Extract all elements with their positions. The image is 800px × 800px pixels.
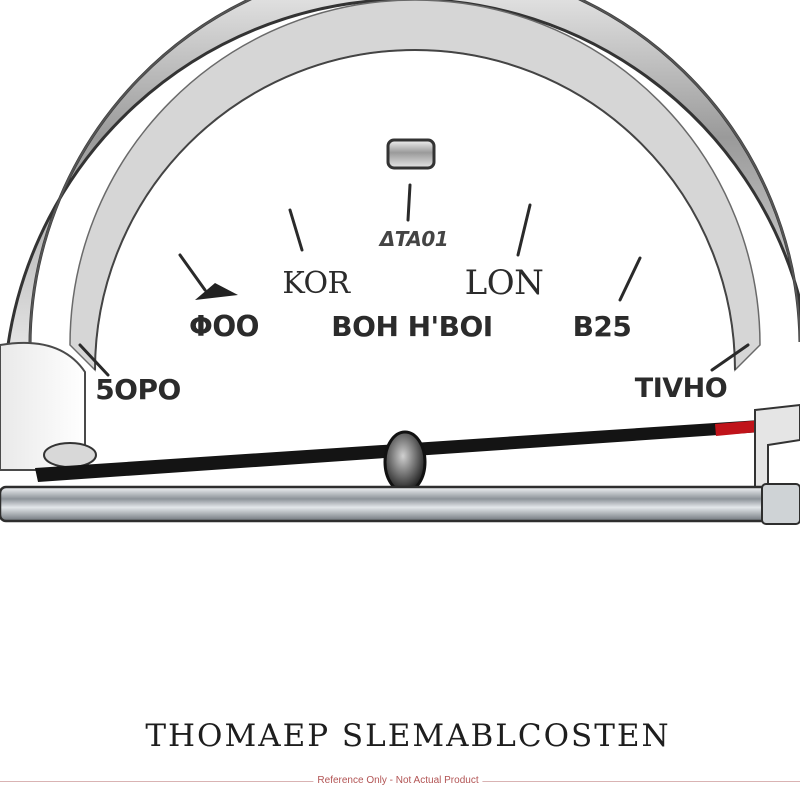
product-caption: THOMAEP SLEMABLCOSTEN <box>145 718 671 754</box>
disclaimer-text: Reference Only - Not Actual Product <box>313 775 483 786</box>
gauge-label-mid-left: ΦΟΟ <box>189 310 259 343</box>
gauge-label-upper-right: LON <box>464 263 544 303</box>
gauge-label-lower-left: 5OPO <box>95 373 181 406</box>
scale-ticks <box>78 183 750 377</box>
bezel-inner-rim <box>28 0 800 353</box>
gauge-label-top: ΔTA01 <box>379 227 449 251</box>
gauge-label-upper-left: KOR <box>282 266 350 301</box>
right-bracket <box>754 403 800 496</box>
left-panel <box>0 341 86 471</box>
top-knob <box>386 138 436 170</box>
flag-marker-icon <box>195 283 238 300</box>
needle-cap-icon <box>43 442 97 468</box>
needle-hub <box>383 430 427 494</box>
gauge-label-mid-right: B25 <box>572 310 632 343</box>
scale-band-inner-edge <box>94 49 736 371</box>
gauge-label-lower-right: TIVHO <box>634 373 728 404</box>
base-bar <box>0 485 782 523</box>
base-bar-endcap <box>761 483 800 525</box>
gauge-label-mid-center: BOH H'BOI <box>331 310 493 343</box>
